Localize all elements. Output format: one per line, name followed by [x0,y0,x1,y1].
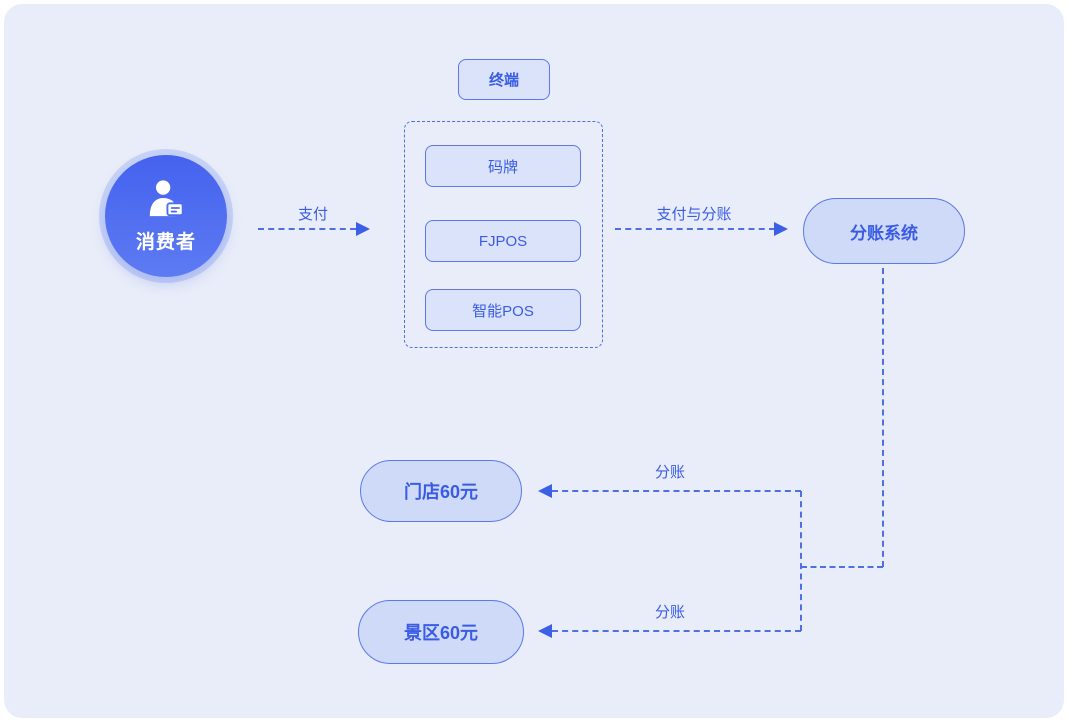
terminal-item-matipai: 码牌 [425,145,581,187]
connector-vertical-branch [800,491,802,631]
connector-vertical-from-split-system [882,268,884,567]
consumer-node: 消费者 [99,149,233,283]
edge-label-split-scenic: 分账 [654,604,686,621]
edge-line-pay-split [615,228,775,230]
diagram-canvas [4,4,1064,718]
edge-label-split-store: 分账 [654,464,686,481]
terminal-title-node: 终端 [458,59,550,100]
connector-horizontal-mid [801,566,883,568]
split-system-node: 分账系统 [803,198,965,264]
arrowhead-left-icon [538,624,552,638]
edge-line-pay [258,228,356,230]
scenic-node: 景区60元 [358,600,524,664]
edge-label-pay-split: 支付与分账 [656,206,732,223]
arrowhead-left-icon [538,484,552,498]
arrowhead-right-icon [356,222,370,236]
user-card-icon [143,178,189,225]
edge-line-split-store [552,490,801,492]
terminal-group-container [404,121,603,348]
consumer-circle: 消费者 [105,155,227,277]
edge-line-split-scenic [552,630,801,632]
edge-label-pay: 支付 [297,206,329,223]
terminal-item-smartpos: 智能POS [425,289,581,331]
consumer-label: 消费者 [135,232,196,253]
store-node: 门店60元 [360,460,522,522]
terminal-item-fjpos: FJPOS [425,220,581,262]
arrowhead-right-icon [774,222,788,236]
